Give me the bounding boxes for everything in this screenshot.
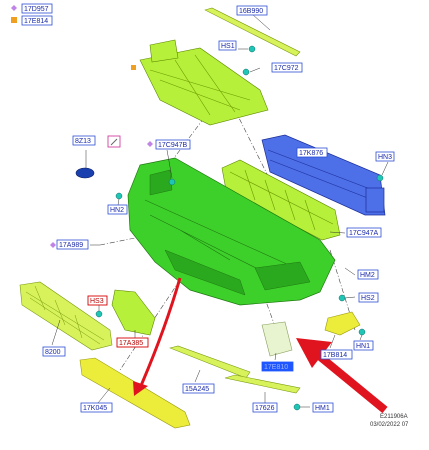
fog-lamp-bezel[interactable] — [324, 311, 361, 336]
lower-grille[interactable] — [19, 281, 113, 351]
fastener-17c947b-icon — [168, 178, 176, 186]
fastener-hs2-icon — [338, 294, 346, 302]
lower-side-moulding[interactable] — [224, 374, 301, 394]
callout-17k876[interactable] — [296, 147, 328, 158]
ford-emblem[interactable] — [75, 167, 95, 179]
callout-label-8200: 8200 — [45, 349, 61, 356]
callout-label-17626: 17626 — [255, 405, 275, 412]
callout-17a989[interactable] — [56, 239, 89, 250]
fastener-hm1-icon — [293, 403, 301, 411]
callout-hs1[interactable] — [218, 40, 237, 51]
callout-8200[interactable] — [42, 346, 66, 357]
callout-17b814[interactable] — [320, 349, 353, 360]
small-bracket-icon — [110, 138, 118, 146]
callout-label-15a245: 15A245 — [185, 386, 209, 393]
legend-label-17d957: 17D957 — [24, 6, 49, 13]
callout-label-17c947a: 17C947A — [349, 230, 379, 237]
red-arrows — [133, 277, 388, 414]
callout-17626[interactable] — [252, 402, 278, 413]
callout-17k045[interactable] — [80, 402, 113, 413]
fastener-17c972-icon — [242, 68, 250, 76]
callouts: 16B990 HS1 17C972 8Z13 17C947B 17K876 HN… — [42, 5, 395, 413]
callout-hs2[interactable] — [358, 292, 379, 303]
callout-label-17c947b: 17C947B — [158, 142, 188, 149]
callout-label-hs3: HS3 — [90, 298, 104, 305]
arrow-head-main-icon — [296, 338, 332, 368]
callout-label-17c972: 17C972 — [274, 65, 299, 72]
callout-label-17a385: 17A385 — [119, 340, 143, 347]
callout-label-17a989: 17A989 — [59, 242, 83, 249]
fastener-hs3-icon — [95, 310, 103, 318]
upper-bracket[interactable] — [139, 39, 269, 126]
callout-17c947b[interactable] — [155, 139, 191, 150]
drawing-number: E211906A — [380, 414, 408, 420]
legend: 17D957 17E814 — [11, 3, 53, 26]
side-bracket[interactable] — [261, 321, 293, 357]
fasteners — [95, 45, 384, 411]
arrow-main — [315, 351, 388, 414]
drawing-date: 03/02/2022 07 — [370, 422, 409, 428]
callout-label-17b814: 17B814 — [323, 352, 347, 359]
callout-hn3[interactable] — [375, 151, 395, 162]
callout-hs3[interactable] — [87, 295, 108, 306]
callout-label-hm1: HM1 — [315, 405, 330, 412]
callout-8z13[interactable] — [72, 135, 96, 146]
fastener-hs1-icon — [248, 45, 256, 53]
callout-label-8z13: 8Z13 — [75, 138, 91, 145]
legend-label-17e814: 17E814 — [24, 18, 48, 25]
callout-16b990[interactable] — [236, 5, 268, 16]
impact-beam[interactable] — [261, 134, 386, 216]
square-17c972-icon — [131, 65, 136, 70]
lower-moulding[interactable] — [169, 345, 251, 379]
callout-label-hn2: HN2 — [110, 207, 124, 214]
fastener-hn1-icon — [358, 328, 366, 336]
diamond-17c947b-icon — [147, 141, 153, 147]
arrow-curved-left — [138, 277, 182, 389]
callout-label-17k876: 17K876 — [299, 150, 323, 157]
callout-label-hs1: HS1 — [221, 43, 235, 50]
callout-15a245[interactable] — [182, 383, 215, 394]
callout-hm1[interactable] — [312, 402, 334, 413]
diamond-17a989-icon — [50, 242, 56, 248]
callout-label-17k045: 17K045 — [83, 405, 107, 412]
callout-label-hn1: HN1 — [356, 343, 370, 350]
legend-box-17d957[interactable] — [21, 3, 53, 14]
bumper-cover[interactable] — [127, 157, 336, 306]
callout-17a385[interactable] — [116, 337, 149, 348]
callout-17e810[interactable] — [261, 361, 294, 372]
callout-hn2[interactable] — [107, 204, 128, 215]
callout-17c947a[interactable] — [346, 227, 382, 238]
callout-hn1[interactable] — [353, 340, 374, 351]
legend-square-icon — [11, 17, 17, 23]
callout-label-hs2: HS2 — [361, 295, 375, 302]
callout-17c972[interactable] — [271, 62, 303, 73]
licence-plate-bracket[interactable] — [111, 289, 156, 336]
upper-trim-strip[interactable] — [204, 7, 301, 57]
callout-label-16b990: 16B990 — [239, 8, 263, 15]
fastener-hn2-icon — [115, 192, 123, 200]
fastener-hn3-icon — [376, 174, 384, 182]
callout-label-17e810: 17E810 — [264, 364, 288, 371]
callout-label-hn3: HN3 — [378, 154, 392, 161]
legend-box-17e814[interactable] — [21, 15, 53, 26]
callout-label-hm2: HM2 — [360, 272, 375, 279]
legend-diamond-icon — [11, 5, 17, 11]
callout-hm2[interactable] — [357, 269, 379, 280]
arrow-head-left-icon — [133, 381, 148, 396]
